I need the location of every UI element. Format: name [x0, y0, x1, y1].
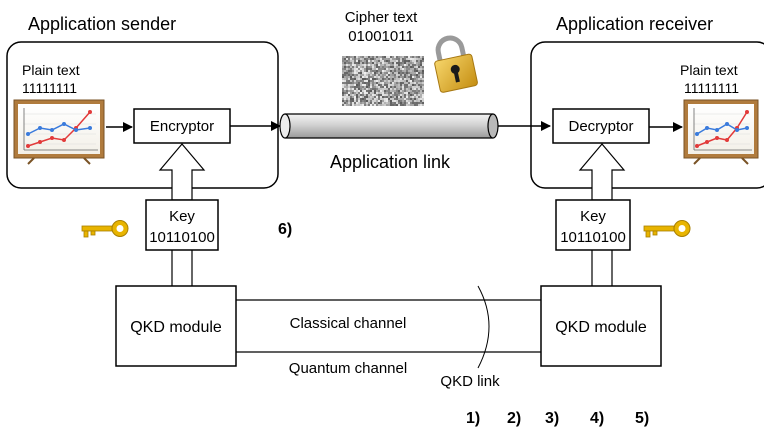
sender-qkd-module-label: QKD module	[130, 319, 222, 336]
sender-box	[6, 41, 279, 189]
application-link-pipe	[279, 113, 499, 139]
receiver-plain-text-value: 11111111	[684, 80, 739, 96]
quantum-channel-label: Quantum channel	[289, 360, 407, 377]
decryptor-box	[552, 108, 650, 144]
sender-qkd-key-connector	[171, 250, 193, 286]
marker-4: 4)	[590, 410, 604, 427]
receiver-box	[530, 41, 764, 189]
marker-5: 5)	[635, 410, 649, 427]
receiver-qkd-module	[540, 285, 662, 367]
sender-key-label: Key	[169, 208, 195, 225]
padlock-icon	[434, 35, 478, 93]
cipher-text-value: 01001011	[348, 28, 414, 45]
marker-3: 3)	[545, 410, 559, 427]
sender-key-value: 10110100	[149, 229, 215, 246]
sender-plain-text-value: 11111111	[22, 80, 77, 96]
receiver-key-up-arrow	[578, 143, 626, 201]
key-icon	[643, 220, 691, 238]
classical-channel-label: Classical channel	[290, 315, 407, 332]
cipher-text-label: Cipher text	[345, 9, 418, 26]
application-link-label: Application link	[330, 152, 451, 172]
qkd-link-label: QKD link	[440, 373, 500, 390]
marker-2: 2)	[507, 410, 521, 427]
sender-plain-text-label: Plain text	[22, 62, 80, 78]
receiver-qkd-key-connector	[591, 250, 613, 286]
sender-key-up-arrow	[158, 143, 206, 201]
encryptor-label: Encryptor	[150, 118, 214, 135]
line-chart-icon	[683, 99, 759, 165]
ciphertext-noise-image	[342, 56, 424, 106]
decryptor-label: Decryptor	[568, 118, 633, 135]
key-icon	[81, 220, 129, 238]
receiver-plain-text-label: Plain text	[680, 62, 738, 78]
receiver-key-value: 10110100	[560, 229, 626, 246]
qkd-link-bracket	[477, 285, 490, 369]
marker-6: 6)	[278, 221, 292, 238]
sender-title: Application sender	[28, 14, 176, 34]
sender-qkd-module	[115, 285, 237, 367]
receiver-title: Application receiver	[556, 14, 713, 34]
line-chart-icon	[13, 99, 105, 165]
sender-key-box	[145, 199, 219, 251]
marker-1: 1)	[466, 410, 480, 427]
receiver-key-box	[555, 199, 631, 251]
receiver-key-label: Key	[580, 208, 606, 225]
receiver-qkd-module-label: QKD module	[555, 319, 647, 336]
encryptor-box	[133, 108, 231, 144]
